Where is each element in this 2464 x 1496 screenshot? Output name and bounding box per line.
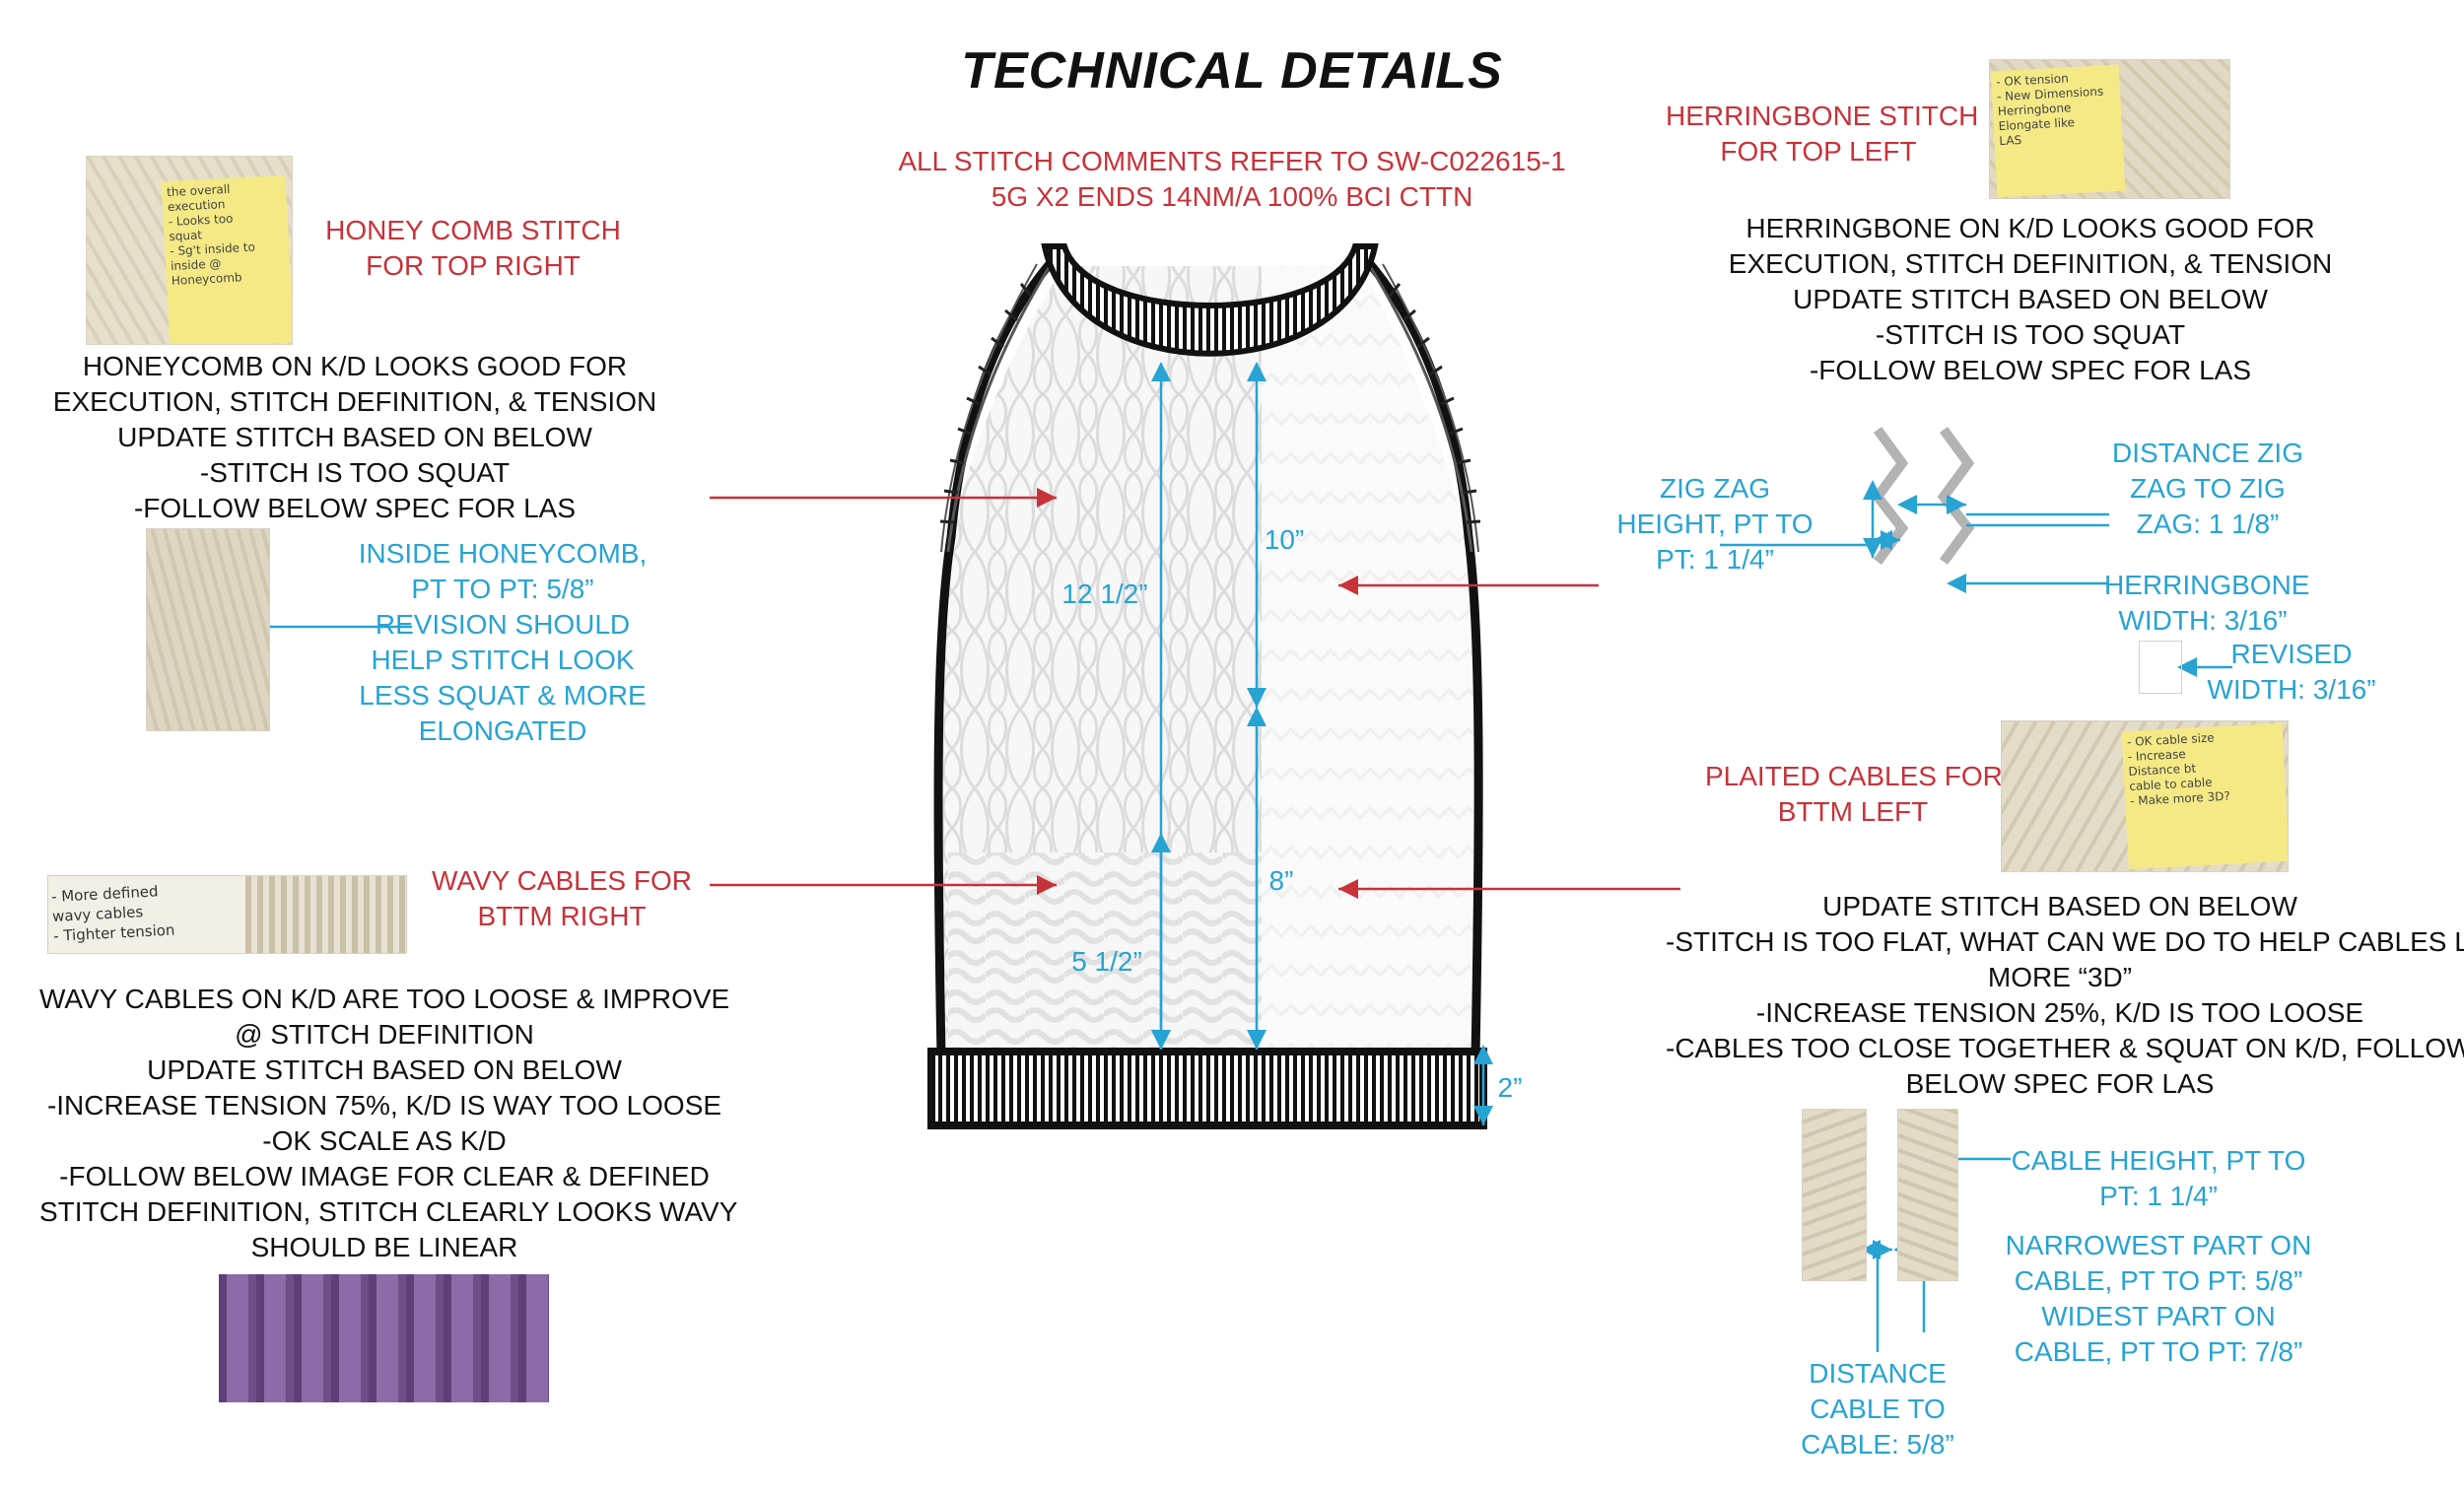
measurement-5-5: 5 1/2” — [1071, 946, 1142, 977]
cable-photo-left — [1802, 1109, 1867, 1281]
page-title: TECHNICAL DETAILS — [961, 42, 1503, 100]
measurement-8: 8” — [1268, 865, 1294, 896]
measurement-2: 2” — [1497, 1072, 1523, 1103]
herringbone-sticky-note: - OK tension- New Dimensions Herringbone… — [1990, 64, 2126, 198]
honeycomb-detail-photo — [146, 528, 270, 731]
honeycomb-spec: INSIDE HONEYCOMB,PT TO PT: 5/8” REVISION… — [358, 538, 648, 746]
header-ref: ALL STITCH COMMENTS REFER TO SW-C022615-… — [838, 144, 1626, 215]
purple-wavy-reference-photo — [219, 1274, 549, 1402]
pointer-arrows — [710, 488, 1680, 899]
garment-hem — [927, 1048, 1487, 1129]
zigzag-diagram — [192, 427, 2232, 677]
herringbone-swatch-photo: - OK tension- New Dimensions Herringbone… — [1989, 59, 2230, 199]
plaited-comments: UPDATE STITCH BASED ON BELOW-STITCH IS T… — [1666, 891, 2464, 1099]
dimension-lines — [1151, 362, 1493, 1125]
garment-collar — [1041, 243, 1379, 357]
header-ref-line2: 5G X2 ENDS 14NM/A 100% BCI CTTN — [991, 181, 1473, 212]
header-ref-line1: ALL STITCH COMMENTS REFER TO SW-C022615-… — [898, 146, 1566, 176]
measurement-12-5: 12 1/2” — [1061, 578, 1148, 609]
wavy-knit-sample — [245, 876, 406, 953]
wavy-comments: WAVY CABLES ON K/D ARE TOO LOOSE & IMPRO… — [39, 984, 738, 1262]
cable-photo-right — [1897, 1109, 1958, 1281]
revised-width-photo — [2139, 641, 2182, 694]
measurement-10: 10” — [1264, 524, 1305, 555]
garment-body — [933, 255, 1483, 1057]
